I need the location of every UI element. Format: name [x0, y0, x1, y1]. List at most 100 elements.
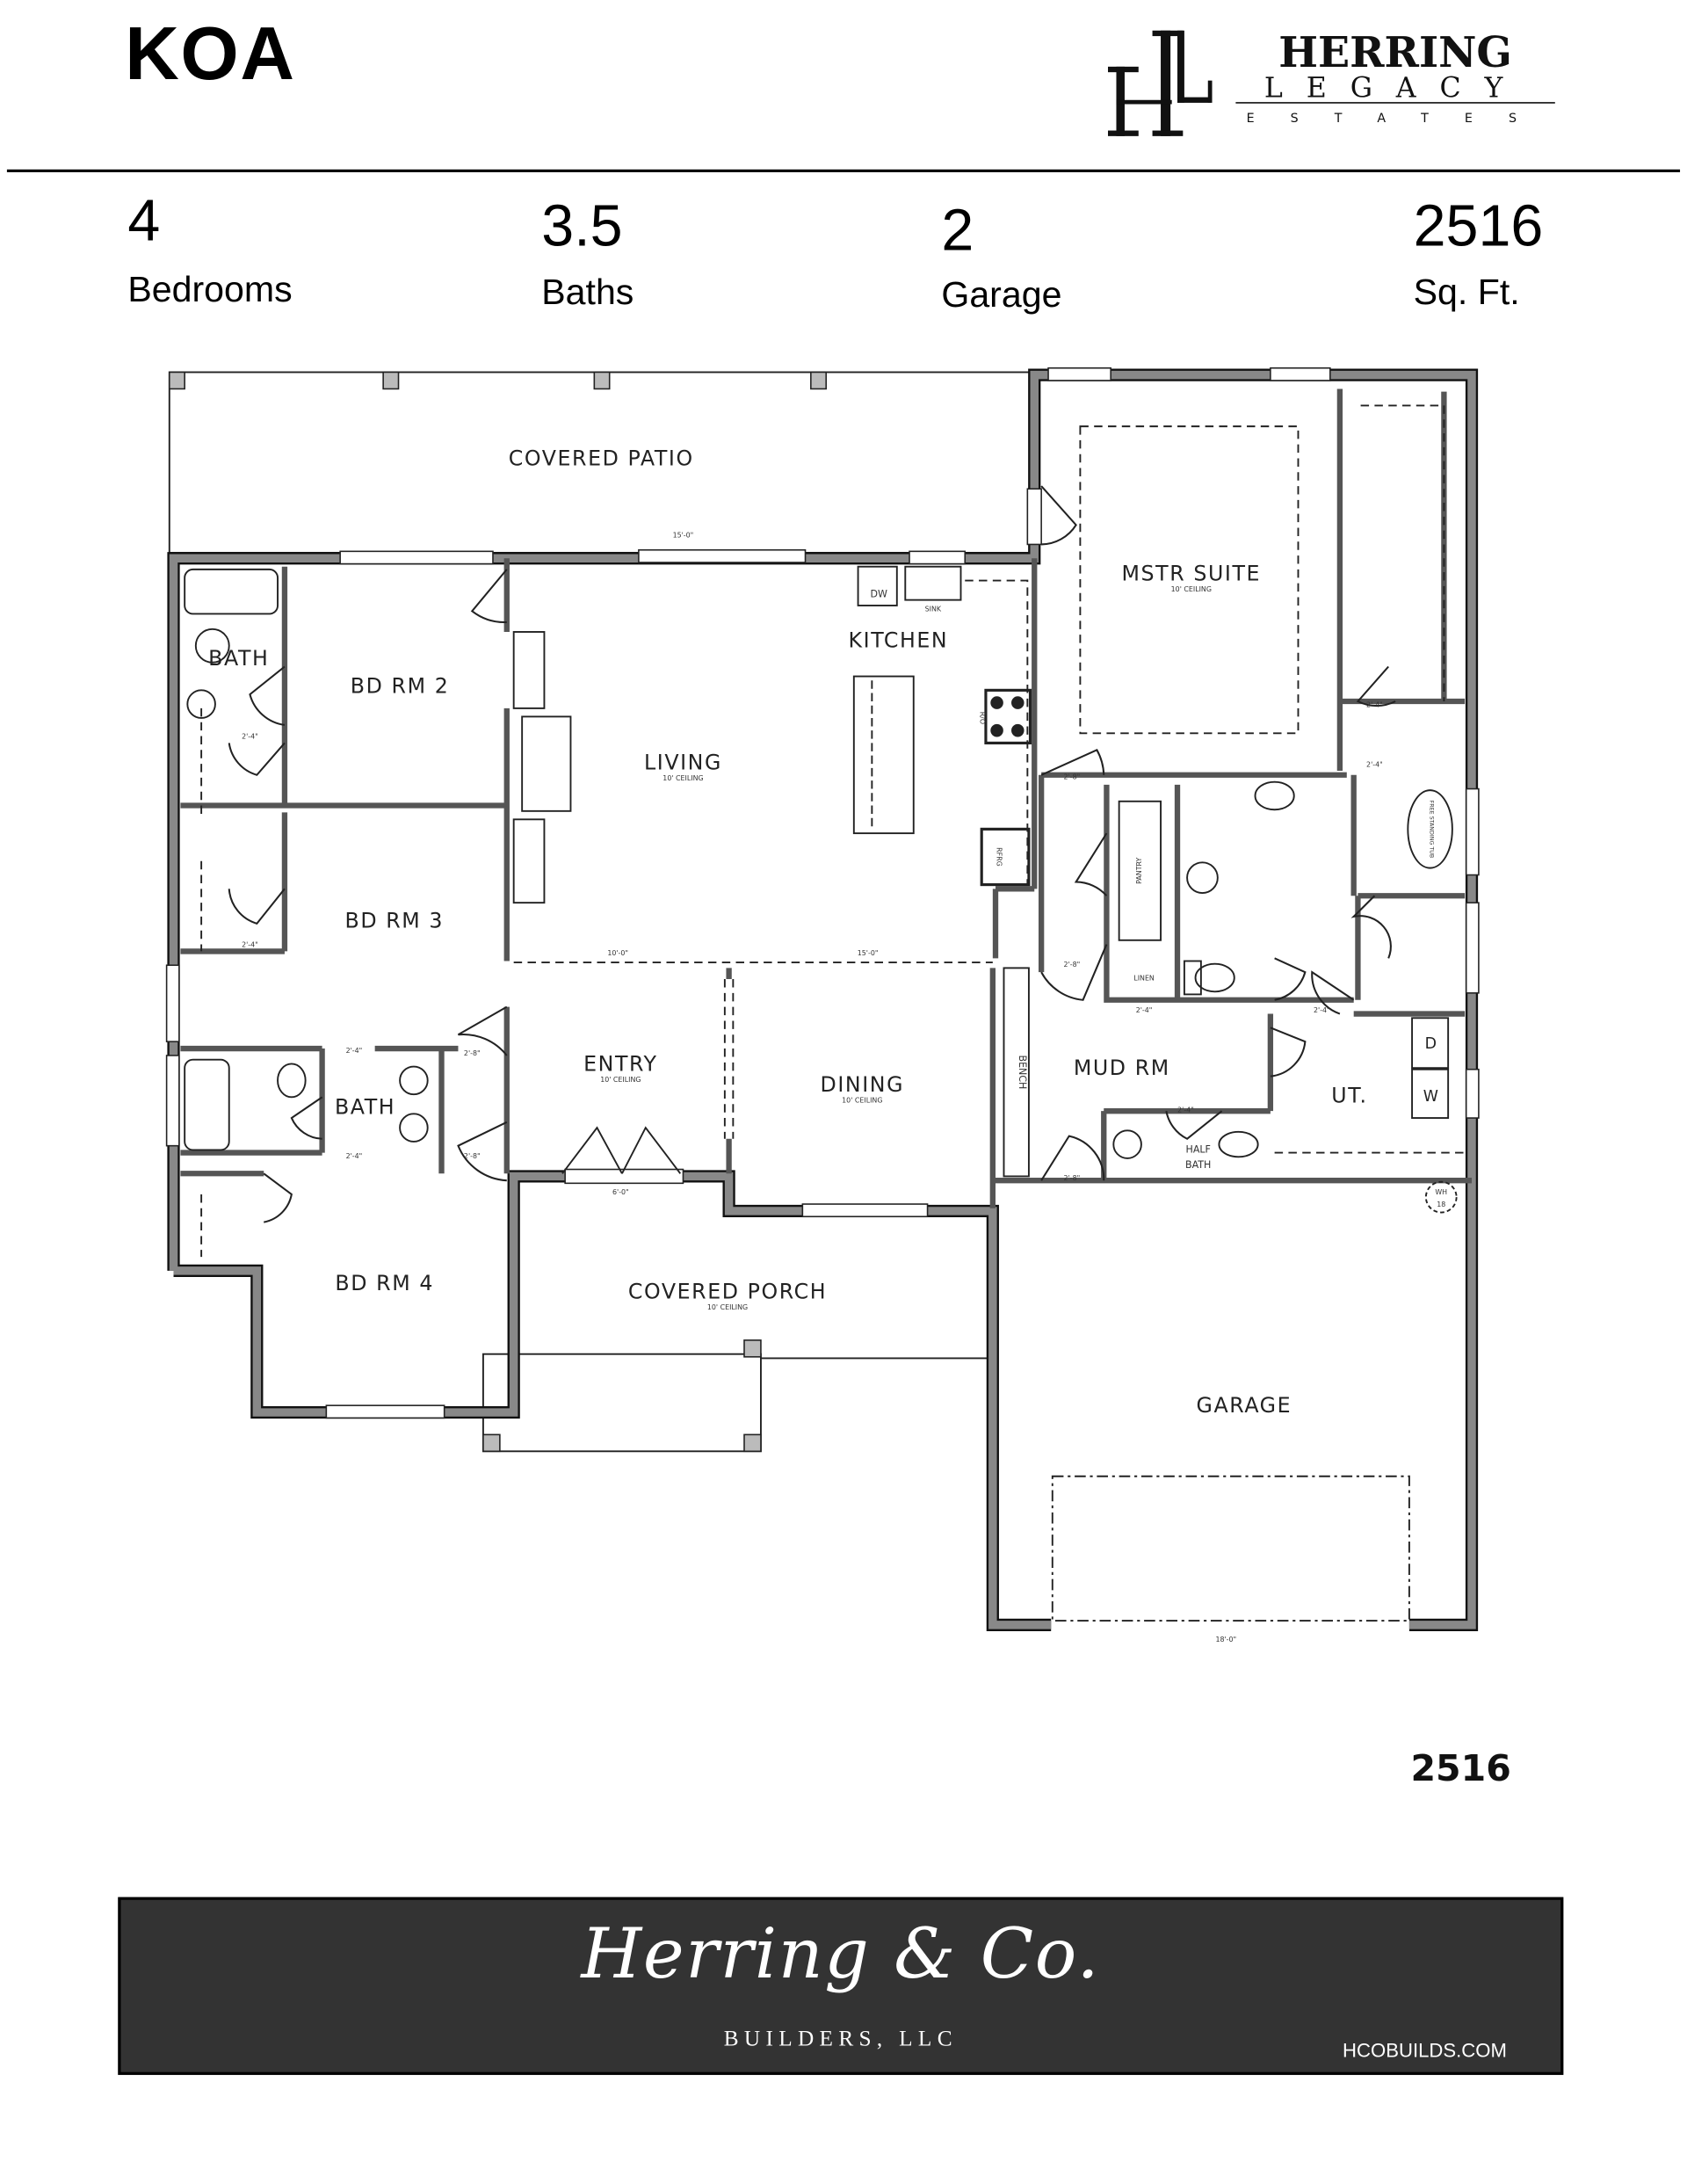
baths-label: Baths [541, 271, 634, 313]
room-bd-rm-2: BD RM 2 [351, 674, 450, 699]
label-dw: DW [871, 588, 888, 599]
ceiling-note: 10' CEILING [600, 1076, 641, 1084]
interior-walls [180, 388, 1473, 1208]
dim-door: 2'-4" [1366, 700, 1383, 708]
room-covered-patio: COVERED PATIO [509, 446, 694, 470]
label-fridge: RFRG [996, 847, 1003, 867]
dimension-labels: 15'-0" 10'-0" 15'-0" 6'-0" 18'-0" 2'-8" … [242, 532, 1383, 1643]
bathtub-1 [184, 568, 279, 615]
dim-door: 2'-4" [1366, 760, 1383, 768]
dim-living: 10'-0" [607, 949, 628, 957]
dim-door: 2'-8" [464, 1049, 481, 1057]
kitchen-island [852, 675, 915, 835]
label-water-heater: WH [1435, 1188, 1447, 1196]
bathtub-2 [184, 1058, 230, 1151]
fixture-labels: DW SINK R/O RFRG PANTRY LINEN BENCH D W … [871, 588, 1448, 1208]
logo-line-3: ESTATES [1247, 112, 1553, 126]
room-dining: DINING [821, 1072, 904, 1097]
dim-door: 2'-8" [1064, 773, 1081, 780]
dishwasher [857, 565, 898, 606]
dim-door: 2'-4" [242, 941, 258, 949]
room-half-bath: HALF [1186, 1144, 1211, 1156]
room-bd-rm-3: BD RM 3 [344, 909, 444, 933]
label-range: R/O [979, 712, 987, 724]
dashed-lines [200, 404, 1466, 1622]
door-swings [228, 485, 1396, 1223]
label-pantry: PANTRY [1135, 858, 1143, 884]
room-bd-rm-4: BD RM 4 [335, 1271, 434, 1295]
garage-value: 2 [941, 197, 974, 263]
builder-footer: Herring & Co. BUILDERS, LLC HCOBUILDS.CO… [118, 1897, 1564, 2075]
bench [1003, 967, 1030, 1178]
ceiling-note: 10' CEILING [662, 774, 703, 782]
fireplace [521, 715, 572, 812]
dim-door: 2'-4" [1177, 1107, 1194, 1114]
dim-door: 2'-8" [464, 1152, 481, 1160]
label-sink: SINK [925, 605, 942, 613]
room-garage: GARAGE [1197, 1393, 1292, 1418]
dim-patio: 15'-0" [673, 532, 694, 540]
label-washer: W [1423, 1088, 1440, 1106]
refrigerator [980, 827, 1031, 887]
dim-door: 2'-4" [1136, 1006, 1153, 1014]
room-mud-room: MUD RM [1074, 1056, 1170, 1080]
dim-door: 2'-4" [346, 1047, 363, 1055]
room-covered-porch: COVERED PORCH [628, 1279, 827, 1303]
ceiling-note: 10' CEILING [1171, 585, 1212, 593]
entry-doors [561, 1126, 682, 1174]
ceiling-note: 10' CEILING [842, 1097, 882, 1105]
builder-logo-script: Herring & Co. [581, 1913, 1101, 1995]
room-bath-2: BATH [335, 1094, 395, 1119]
dryer [1411, 1017, 1450, 1070]
label-bench: BENCH [1017, 1055, 1028, 1089]
free-standing-tub [1407, 789, 1453, 869]
website-link[interactable]: HCOBUILDS.COM [1343, 2038, 1507, 2062]
ceiling-note: 10' CEILING [707, 1303, 748, 1311]
columns [168, 371, 828, 1453]
dim-door: 2'-4" [242, 733, 258, 741]
washer [1411, 1068, 1450, 1120]
bath-sink [186, 689, 216, 719]
bedrooms-label: Bedrooms [127, 267, 293, 310]
bedrooms-value: 4 [127, 187, 161, 253]
dim-door: 2'-8" [1064, 1174, 1081, 1182]
plan-title: KOA [125, 12, 296, 97]
label-tub: FREE STANDING TUB [1429, 801, 1435, 859]
room-entry: ENTRY [583, 1051, 657, 1076]
room-living: LIVING [644, 750, 722, 774]
dim-garage-door: 18'-0" [1215, 1636, 1236, 1643]
dim-door: 2'-4" [346, 1152, 363, 1160]
label-dryer: D [1425, 1035, 1438, 1053]
fixtures [184, 565, 1458, 1214]
toilet [194, 628, 230, 664]
logo-line-2: LEGACY [1264, 73, 1526, 105]
room-bath-1: BATH [208, 646, 269, 671]
room-master-suite: MSTR SUITE [1122, 562, 1262, 586]
dim-door: 2'-8" [1064, 961, 1081, 969]
header-divider [6, 169, 1681, 172]
room-kitchen: KITCHEN [849, 628, 949, 652]
logo-line-1: HERRING [1278, 28, 1512, 77]
plan-number: 2516 [1410, 1747, 1510, 1789]
garage-label: Garage [941, 273, 1062, 316]
sqft-value: 2516 [1413, 192, 1544, 258]
room-utility: UT. [1331, 1084, 1367, 1108]
label-linen: LINEN [1133, 975, 1155, 983]
windows [165, 366, 1480, 1419]
label-water-heater-size: 18 [1437, 1201, 1445, 1208]
kitchen-sink [904, 565, 962, 601]
builder-logo-subtitle: BUILDERS, LLC [723, 2028, 958, 2051]
room-labels: COVERED PATIO MSTR SUITE 10' CEILING BAT… [208, 446, 1367, 1418]
room-half-bath: BATH [1185, 1159, 1211, 1171]
pantry [1118, 800, 1162, 941]
dim-entry-door: 6'-0" [612, 1188, 629, 1196]
herring-legacy-logo: HERRING LEGACY ESTATES [1107, 28, 1555, 136]
dim-dining: 15'-0" [858, 949, 879, 957]
baths-value: 3.5 [541, 192, 623, 258]
sqft-label: Sq. Ft. [1413, 271, 1520, 313]
dim-door: 2'-4" [1314, 1006, 1330, 1014]
range [984, 688, 1032, 744]
covered-patio-outline [168, 371, 1032, 1453]
